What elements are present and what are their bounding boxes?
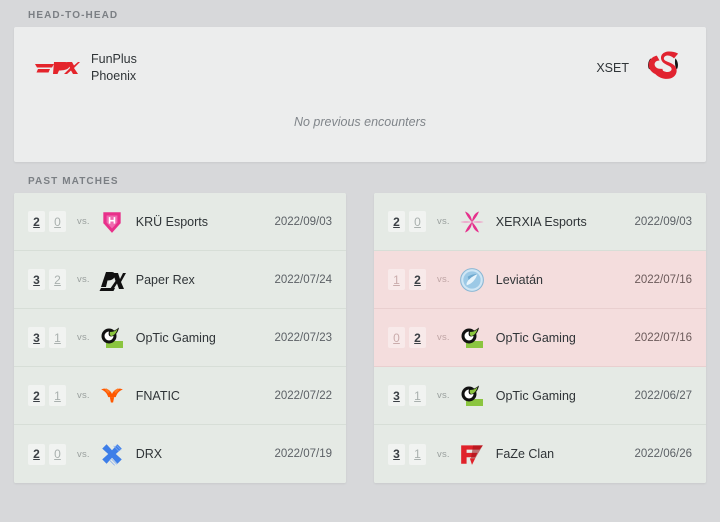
score-opponent: 1 (409, 443, 426, 465)
opponent-name: OpTic Gaming (495, 388, 576, 403)
score-opponent: 1 (49, 327, 66, 348)
head-to-head-teams: FunPlus Phoenix XSET (14, 27, 706, 91)
match-date: 2022/09/03 (274, 215, 332, 228)
leviatan-logo-icon (458, 266, 486, 294)
vs-label: vs. (437, 274, 450, 285)
head-to-head-team-left[interactable]: FunPlus Phoenix (34, 45, 181, 91)
fnatic-logo-icon (98, 382, 126, 410)
score-own: 3 (28, 269, 45, 290)
match-date: 2022/07/16 (634, 273, 692, 286)
vs-label: vs. (437, 448, 450, 460)
faze-logo-icon (458, 440, 486, 468)
opponent-name: OpTic Gaming (495, 330, 576, 345)
score-opponent: 0 (49, 211, 66, 232)
match-date: 2022/07/19 (274, 448, 332, 460)
match-date: 2022/06/27 (634, 389, 692, 402)
match-date: 2022/09/03 (634, 215, 692, 228)
opponent-name: DRX (135, 447, 163, 461)
score-own: 0 (388, 327, 405, 348)
vs-label: vs. (437, 216, 450, 227)
vs-label: vs. (437, 332, 450, 343)
score-own: 2 (28, 385, 45, 406)
opponent-name: Paper Rex (135, 272, 195, 287)
score-opponent: 2 (409, 327, 426, 348)
score-own: 1 (388, 269, 405, 290)
opponent-name: FNATIC (135, 388, 180, 403)
vs-label: vs. (77, 332, 90, 343)
optic-logo-icon (458, 382, 486, 410)
score-own: 2 (28, 443, 45, 465)
match-date: 2022/07/24 (274, 273, 332, 286)
match-date: 2022/07/23 (274, 331, 332, 344)
xset-logo-icon (640, 45, 686, 91)
drx-logo-icon (98, 440, 126, 468)
vs-label: vs. (437, 390, 450, 401)
head-to-head-team-right-name: XSET (596, 60, 629, 75)
head-to-head-section-title: HEAD-TO-HEAD (28, 10, 119, 21)
opponent-name: Leviatán (495, 272, 544, 287)
head-to-head-team-left-name: FunPlus Phoenix (91, 52, 137, 83)
opponent-name: OpTic Gaming (135, 330, 216, 345)
fpx-logo-icon (34, 45, 80, 91)
head-to-head-team-right[interactable]: XSET (596, 45, 686, 91)
score-opponent: 1 (49, 385, 66, 406)
vs-label: vs. (77, 390, 90, 401)
past-matches-section-title: PAST MATCHES (28, 176, 119, 187)
kru-logo-icon (98, 208, 126, 236)
score-own: 3 (388, 443, 405, 465)
opponent-name: KRÜ Esports (135, 214, 208, 229)
head-to-head-empty-message: No previous encounters (293, 115, 427, 129)
score-own: 3 (28, 327, 45, 348)
vs-label: vs. (77, 216, 90, 227)
head-to-head-card: FunPlus Phoenix XSET No previous encount… (14, 27, 706, 162)
vs-label: vs. (77, 448, 90, 460)
match-date: 2022/06/26 (634, 448, 692, 460)
opponent-name: XERXIA Esports (495, 214, 587, 229)
score-own: 2 (388, 211, 405, 232)
prx-logo-icon (98, 266, 126, 294)
opponent-name: FaZe Clan (495, 447, 555, 461)
score-opponent: 2 (49, 269, 66, 290)
optic-logo-icon (98, 324, 126, 352)
score-opponent: 1 (409, 385, 426, 406)
score-opponent: 0 (49, 443, 66, 465)
xerxia-logo-icon (458, 208, 486, 236)
optic-logo-icon (458, 324, 486, 352)
match-date: 2022/07/22 (274, 389, 332, 402)
score-opponent: 2 (409, 269, 426, 290)
vs-label: vs. (77, 274, 90, 285)
score-own: 2 (28, 211, 45, 232)
score-opponent: 0 (409, 211, 426, 232)
score-own: 3 (388, 385, 405, 406)
match-date: 2022/07/16 (634, 331, 692, 344)
